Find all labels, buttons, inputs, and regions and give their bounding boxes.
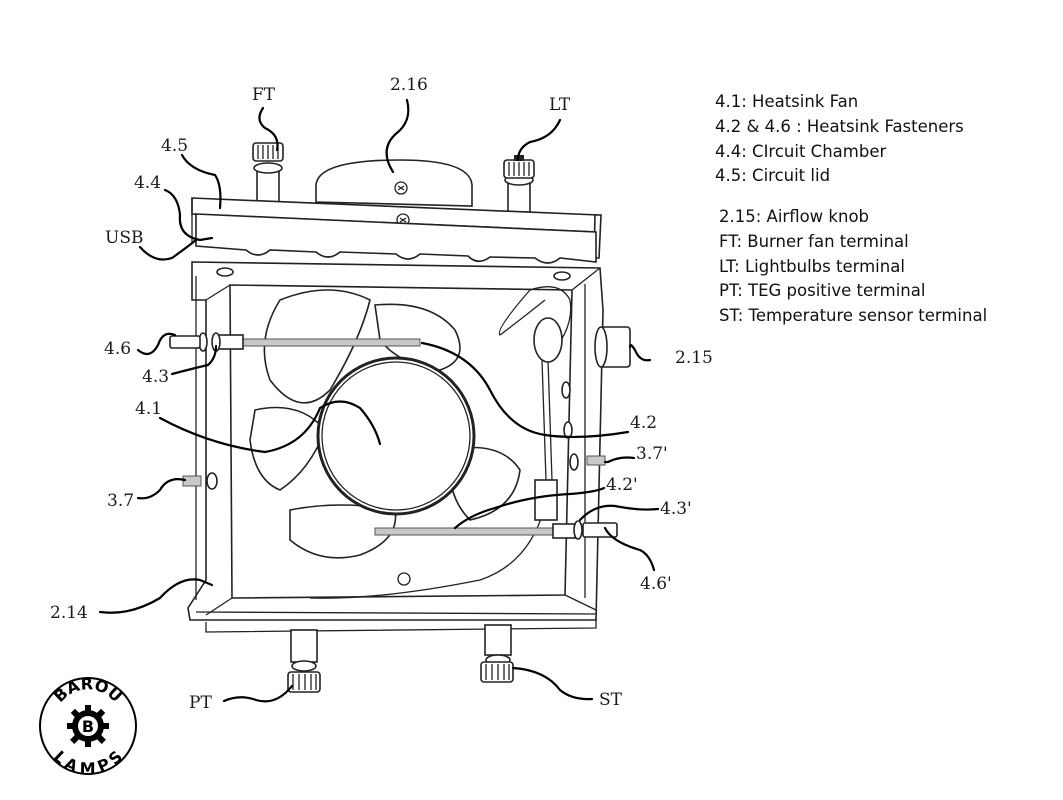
callout-4-2: 4.2 bbox=[630, 413, 657, 433]
callout-pt: PT bbox=[189, 693, 212, 713]
logo-center-letter: B bbox=[82, 717, 94, 736]
callout-2-14: 2.14 bbox=[50, 603, 88, 623]
legend-terminals: 2.15: Airflow knob FT: Burner fan termin… bbox=[719, 205, 987, 329]
callout-4-3-prime: 4.3' bbox=[660, 499, 692, 519]
legend-item: LT: Lightbulbs terminal bbox=[719, 256, 905, 276]
legend-item: 4.4: CIrcuit Chamber bbox=[715, 141, 887, 161]
circuit-lid bbox=[191, 197, 602, 259]
ft-terminal bbox=[252, 142, 284, 203]
circuit-chamber bbox=[195, 213, 597, 264]
legend-item: PT: TEG positive terminal bbox=[719, 281, 926, 301]
callout-st: ST bbox=[599, 690, 623, 710]
legend-item: 4.1: Heatsink Fan bbox=[715, 92, 859, 111]
pt-terminal bbox=[287, 629, 321, 693]
legend-item: 4.2 & 4.6 : Heatsink Fasteners bbox=[715, 116, 964, 136]
side-screws bbox=[182, 455, 606, 490]
airflow-knob bbox=[594, 326, 631, 368]
callout-4-3: 4.3 bbox=[142, 367, 169, 387]
heatsink-fan bbox=[249, 289, 521, 559]
legend-item: FT: Burner fan terminal bbox=[719, 231, 909, 251]
sensor-wire bbox=[309, 286, 579, 599]
airflow-dome bbox=[315, 159, 473, 207]
gear-icon bbox=[67, 705, 109, 747]
callout-4-6: 4.6 bbox=[104, 339, 131, 359]
callout-2-16: 2.16 bbox=[390, 75, 428, 95]
callout-4-6-prime: 4.6' bbox=[640, 574, 672, 594]
legend-item: 4.5: Circuit lid bbox=[715, 166, 831, 186]
callout-4-2-prime: 4.2' bbox=[606, 475, 638, 495]
callout-lt: LT bbox=[549, 95, 571, 115]
callout-4-4: 4.4 bbox=[134, 173, 161, 193]
legend-parts: 4.1: Heatsink Fan 4.2 & 4.6 : Heatsink F… bbox=[715, 90, 964, 189]
upper-fastener-rod bbox=[169, 332, 421, 352]
st-terminal bbox=[480, 624, 514, 683]
callout-usb: USB bbox=[105, 228, 143, 248]
callout-4-5: 4.5 bbox=[161, 136, 188, 156]
callout-2-15: 2.15 bbox=[675, 348, 713, 368]
leader-lines bbox=[98, 98, 660, 703]
callout-ft: FT bbox=[252, 85, 276, 105]
callout-3-7: 3.7 bbox=[107, 491, 134, 511]
legend-item: ST: Temperature sensor terminal bbox=[719, 306, 988, 326]
callout-3-7-prime: 3.7' bbox=[636, 444, 668, 464]
callout-4-1: 4.1 bbox=[135, 399, 162, 419]
lt-terminal bbox=[503, 155, 535, 213]
legend-item: 2.15: Airflow knob bbox=[719, 207, 870, 226]
barou-lamps-logo: B BAROU LAMPS bbox=[39, 674, 137, 778]
